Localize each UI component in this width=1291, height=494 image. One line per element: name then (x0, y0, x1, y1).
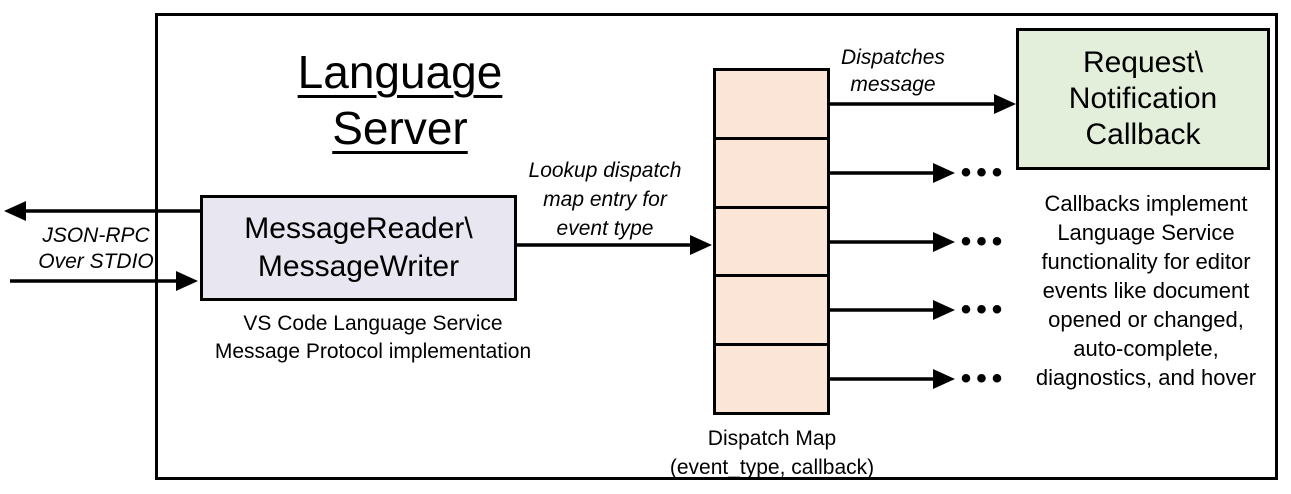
diagram-title: Language Server (297, 46, 503, 154)
dispatch-map-cell (716, 274, 827, 343)
ellipsis-row-3: ••• (960, 225, 1008, 258)
language-server-box (155, 13, 1278, 480)
callbacks-description: Callbacks implement Language Service fun… (1035, 191, 1257, 390)
dispatches-message-label: Dispatches message (841, 46, 945, 96)
lookup-dispatch-label: Lookup dispatch map entry for event type (528, 159, 682, 240)
dispatch-map-cell (716, 71, 827, 137)
ellipsis-row-2: ••• (960, 156, 1008, 189)
request-notification-callback-box: Request\ Notification Callback (1016, 28, 1270, 170)
io-protocol-label: JSON-RPC Over STDIO (38, 224, 154, 273)
ellipsis-row-4: ••• (960, 293, 1008, 326)
dispatch-map-cell (716, 343, 827, 412)
message-reader-writer-box: MessageReader\ MessageWriter (200, 195, 517, 301)
dispatch-map-cell (716, 205, 827, 275)
dispatch-map-cell (716, 136, 827, 206)
dispatch-map-caption: Dispatch Map (event_type, callback) (669, 427, 875, 479)
dispatch-map (713, 68, 830, 415)
reader-box-caption: VS Code Language Service Message Protoco… (214, 312, 532, 363)
ellipsis-row-5: ••• (960, 362, 1008, 395)
